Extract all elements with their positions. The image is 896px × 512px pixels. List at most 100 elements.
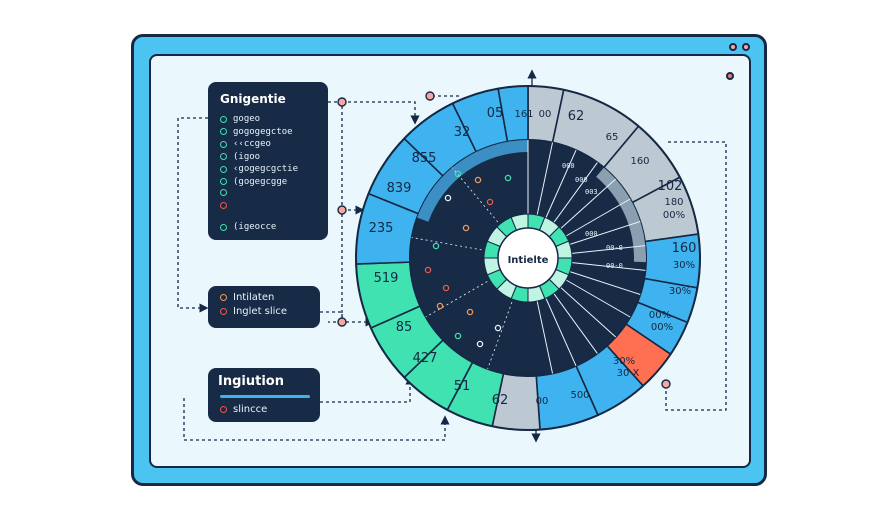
legend-item: ‹‹ccgeo [220, 139, 271, 149]
outer-ring-label: 51 [454, 379, 471, 394]
spoke-line [552, 162, 598, 225]
outer-ring-label: 00% [663, 210, 685, 221]
slice-legend-label: Intilaten [233, 292, 275, 303]
spoke-line [567, 270, 641, 295]
center-label: Intielte [508, 255, 549, 266]
info-panel-underline [220, 395, 310, 398]
spoke-line [564, 278, 631, 318]
spoke-line [536, 142, 554, 218]
outer-ring-label: 62 [568, 109, 585, 124]
spoke-line [567, 221, 641, 246]
outer-ring-label: 161 [514, 109, 533, 120]
legend-marker-icon [220, 165, 227, 173]
legend-item [220, 189, 233, 196]
spoke-line [569, 261, 646, 271]
data-point-icon [474, 176, 482, 184]
data-point-icon [444, 194, 452, 202]
legend-item: gogogegctoe [220, 127, 293, 137]
outer-ring-label: 00 [539, 109, 552, 120]
slice-marker-icon [220, 406, 227, 413]
slice-marker-icon [220, 294, 227, 301]
legend-item [220, 201, 233, 209]
inner-mark-label: 000 [575, 176, 588, 184]
legend-title: Gnigentie [220, 92, 286, 106]
spoke-line [536, 298, 554, 374]
connector-node-icon [425, 91, 435, 101]
outer-ring-label: 235 [369, 221, 394, 236]
connector-lines [177, 69, 727, 443]
outer-ring-label: 855 [412, 151, 437, 166]
connector-line [320, 311, 375, 327]
connector-line [342, 101, 420, 125]
connector-node-icon [337, 317, 347, 327]
outer-ring-label: 180 [664, 197, 683, 208]
outer-ring-label: 32 [454, 125, 471, 140]
spoke-line [569, 245, 646, 255]
inner-mark-label: 000 [585, 230, 598, 238]
outer-ring-label: 00 [536, 396, 549, 407]
status-indicator-icon [726, 72, 734, 80]
connector-line [665, 141, 727, 411]
inner-mark-label: 000 [562, 162, 575, 170]
spoke-line [558, 178, 617, 231]
connector-node-icon [661, 379, 671, 389]
legend-marker-icon [220, 178, 227, 185]
data-point-icon [442, 284, 450, 292]
legend-item: (igoo [220, 152, 260, 162]
outer-ring-label: 160 [672, 241, 697, 256]
legend-marker-icon [220, 223, 227, 231]
data-point-icon [432, 242, 440, 250]
legend-panel: Gnigentie gogeo gogogegctoe ‹‹ccgeo (igoo ‹g… [208, 82, 328, 240]
data-point-icon [454, 170, 462, 178]
center-disc [497, 227, 559, 289]
legend-item-label: gogeo [233, 114, 261, 124]
slice-marker-icon [220, 308, 227, 315]
data-point-icon [424, 266, 432, 274]
dark-disc-band [596, 167, 646, 263]
data-point-icon [504, 174, 512, 182]
legend-item-label: ‹‹ccgeo [233, 139, 271, 149]
slice-legend-label: Inglet slice [233, 306, 288, 317]
inner-mark-label: 003 [585, 188, 598, 196]
connector-line [320, 375, 415, 403]
outer-ring-label: 427 [413, 351, 438, 366]
legend-item-label: ‹gogegcgctie [233, 164, 299, 174]
center-ring [483, 213, 573, 303]
data-point-icon [436, 302, 444, 310]
outer-ring-label: 85 [396, 320, 413, 335]
slice-legend-item: Inglet slice [220, 306, 287, 317]
outer-ring-label: 839 [387, 181, 412, 196]
legend-item-label: (gogegcgge [233, 176, 288, 187]
legend-item: ‹gogegcgctie [220, 164, 298, 174]
legend-marker-icon [220, 201, 227, 209]
outer-ring-border [355, 85, 701, 431]
legend-item: (gogegcgge [220, 177, 287, 187]
connector-node-icon [337, 205, 347, 215]
legend-marker-icon [220, 189, 227, 196]
outer-ring-label: 00% [649, 310, 671, 321]
spoke-line [558, 285, 617, 338]
connector-node-icon [337, 97, 347, 107]
outer-ring-label: 65 [606, 132, 619, 143]
outer-ring-label: 30% [613, 356, 635, 367]
data-point-icon [462, 224, 470, 232]
dark-disc-band [417, 140, 528, 222]
connector-line [177, 117, 209, 313]
outer-ring-label: 00% [651, 322, 673, 333]
outer-ring [355, 85, 701, 431]
outer-ring-label: 102 [658, 179, 683, 194]
legend-marker-icon [220, 128, 227, 135]
outer-ring-label: 30% [669, 286, 691, 297]
slice-legend-item: Intilaten [220, 292, 274, 303]
info-panel-item: slincce [220, 404, 267, 415]
data-point-icon [476, 340, 484, 348]
outer-ring-label: 160 [630, 156, 649, 167]
legend-marker-icon [220, 115, 227, 123]
legend-item-label: gogogegctoe [233, 126, 293, 137]
legend-item-label: (igoo [233, 151, 261, 162]
window-minimize-icon[interactable] [729, 43, 737, 51]
window-close-icon[interactable] [742, 43, 750, 51]
